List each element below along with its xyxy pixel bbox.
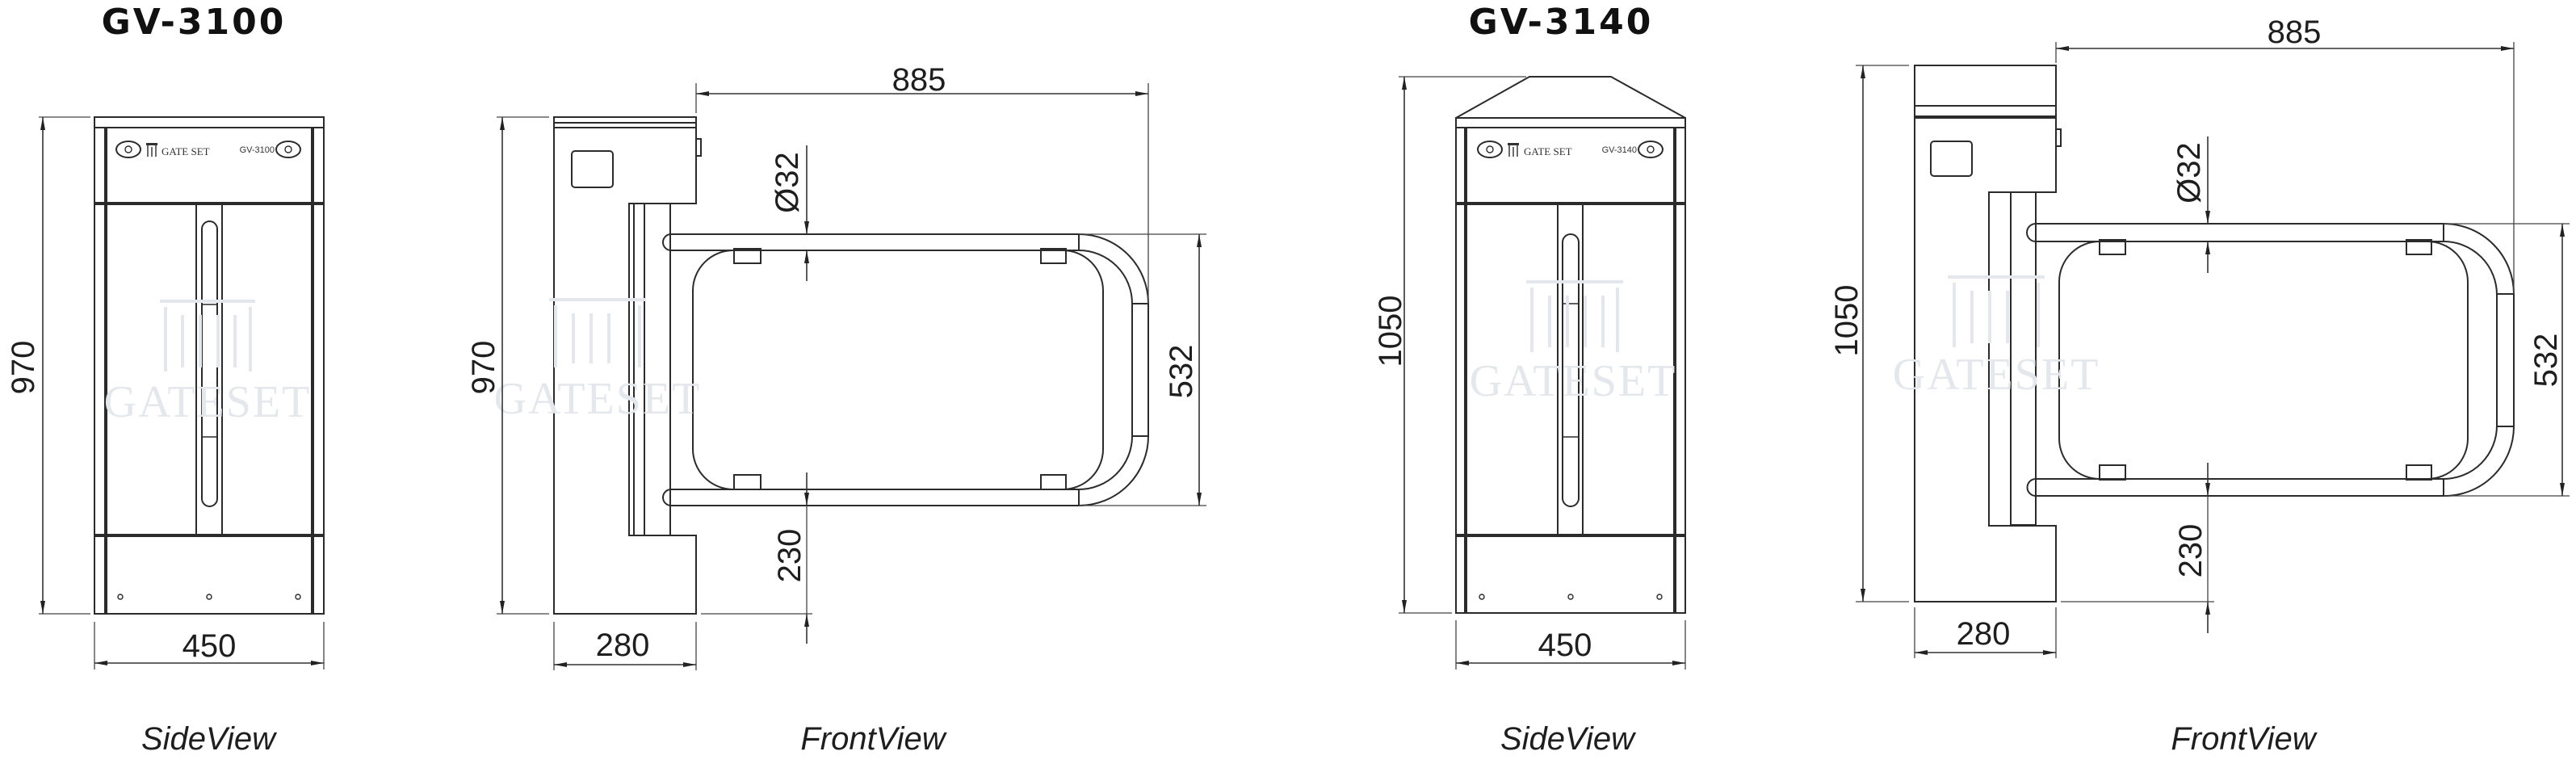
side-view-gv3140: GATE SET GV-3140 GATESET 1050 450 bbox=[1373, 76, 1686, 670]
model-badge: GV-3140 bbox=[1602, 145, 1637, 155]
model-title: GV-3100 bbox=[102, 2, 287, 43]
watermark-logo: GATESET bbox=[104, 300, 312, 427]
lock-icon bbox=[1477, 141, 1503, 158]
arm-length-dimension: 885 bbox=[2268, 15, 2322, 50]
height-dimension: 970 bbox=[466, 341, 501, 395]
tube-diameter-dimension: Ø32 bbox=[770, 152, 805, 213]
view-label: SideView bbox=[141, 721, 278, 757]
height-dimension: 1050 bbox=[1373, 296, 1408, 367]
screw-hole bbox=[117, 594, 124, 600]
height-dimension: 970 bbox=[6, 341, 41, 395]
watermark-text: GATESET bbox=[1893, 350, 2100, 400]
height-dimension: 1050 bbox=[1829, 285, 1865, 357]
screw-hole bbox=[1479, 594, 1485, 600]
watermark-logo: GATESET bbox=[1893, 275, 2100, 400]
depth-dimension: 280 bbox=[596, 628, 650, 663]
screw-hole bbox=[206, 594, 212, 600]
watermark-logo: GATESET bbox=[494, 298, 702, 424]
view-label: FrontView bbox=[800, 721, 947, 757]
brand-text: GATE SET bbox=[162, 145, 210, 157]
watermark-logo: GATESET bbox=[1470, 280, 1677, 406]
screw-hole bbox=[295, 594, 301, 600]
screw-hole bbox=[1656, 594, 1663, 600]
arm-clearance-dimension: 230 bbox=[772, 529, 808, 583]
view-label: FrontView bbox=[2171, 721, 2318, 757]
width-dimension: 450 bbox=[183, 628, 237, 664]
lock-icon bbox=[275, 141, 301, 158]
arm-clearance-dimension: 230 bbox=[2173, 524, 2209, 578]
tube-diameter-dimension: Ø32 bbox=[2171, 142, 2207, 204]
view-label: SideView bbox=[1500, 721, 1637, 757]
width-dimension: 450 bbox=[1538, 628, 1592, 663]
watermark-text: GATESET bbox=[494, 374, 702, 424]
arm-height-dimension: 532 bbox=[1164, 345, 1199, 399]
screw-hole bbox=[1567, 594, 1574, 600]
lock-icon bbox=[1638, 141, 1663, 158]
lock-icon bbox=[115, 141, 141, 158]
brand-text: GATE SET bbox=[1524, 145, 1572, 157]
gateset-logo-icon: GATE SET bbox=[1508, 143, 1572, 157]
arm-length-dimension: 885 bbox=[892, 62, 946, 98]
gateset-logo-icon: GATE SET bbox=[146, 143, 210, 157]
watermark-text: GATESET bbox=[104, 377, 312, 427]
arm-height-dimension: 532 bbox=[2528, 334, 2564, 388]
model-title: GV-3140 bbox=[1469, 2, 1654, 43]
side-view-gv3100: GATE SET GV-3100 GATESET 970 450 bbox=[6, 116, 325, 670]
depth-dimension: 280 bbox=[1957, 616, 2011, 652]
front-view-gv3100: GATESET 970 280 885 Ø32 230 532 bbox=[466, 62, 1206, 670]
front-view-gv3140: GATESET 1050 280 885 Ø32 230 532 bbox=[1829, 15, 2570, 658]
model-badge: GV-3100 bbox=[240, 145, 275, 155]
watermark-text: GATESET bbox=[1470, 356, 1677, 406]
